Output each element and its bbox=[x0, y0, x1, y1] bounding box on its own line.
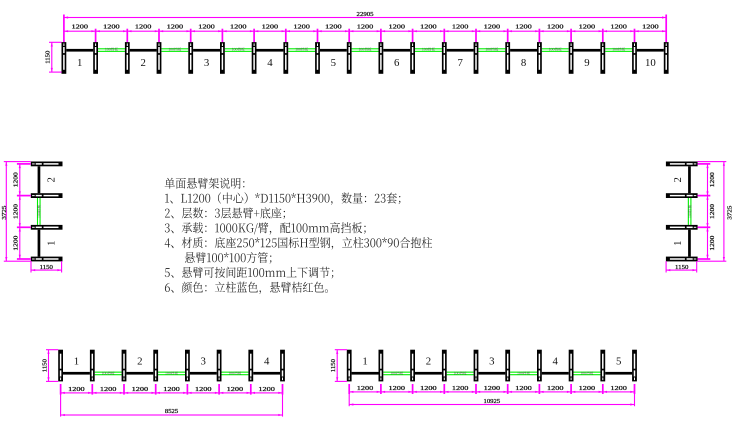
svg-text:1200: 1200 bbox=[452, 386, 469, 392]
svg-text:10925: 10925 bbox=[484, 399, 501, 405]
svg-text:10: 10 bbox=[645, 57, 656, 69]
svg-text:1200: 1200 bbox=[579, 386, 596, 392]
svg-text:1200: 1200 bbox=[72, 25, 89, 31]
svg-text:1200: 1200 bbox=[103, 25, 120, 31]
svg-text:1: 1 bbox=[672, 240, 684, 245]
svg-text:6: 6 bbox=[394, 57, 400, 69]
svg-text:1200: 1200 bbox=[389, 386, 406, 392]
svg-text:1200: 1200 bbox=[357, 386, 374, 392]
svg-text:8525: 8525 bbox=[165, 409, 178, 415]
svg-text:1: 1 bbox=[74, 356, 79, 368]
svg-text:1200: 1200 bbox=[579, 25, 596, 31]
svg-text:2: 2 bbox=[140, 57, 145, 69]
svg-text:1200: 1200 bbox=[100, 387, 117, 393]
svg-text:1200: 1200 bbox=[135, 25, 152, 31]
svg-text:1200: 1200 bbox=[198, 25, 215, 31]
svg-text:5: 5 bbox=[331, 57, 336, 69]
svg-text:1200: 1200 bbox=[710, 236, 716, 251]
svg-text:1200: 1200 bbox=[258, 387, 275, 393]
svg-text:1200: 1200 bbox=[547, 386, 564, 392]
svg-text:2: 2 bbox=[137, 356, 142, 368]
svg-text:1200: 1200 bbox=[227, 387, 244, 393]
svg-text:1200: 1200 bbox=[642, 25, 659, 31]
svg-text:3725: 3725 bbox=[728, 206, 734, 220]
svg-text:1200: 1200 bbox=[163, 387, 180, 393]
svg-text:1200: 1200 bbox=[452, 25, 469, 31]
svg-text:1: 1 bbox=[362, 356, 367, 368]
svg-text:1200: 1200 bbox=[484, 386, 501, 392]
svg-text:1200: 1200 bbox=[515, 386, 532, 392]
svg-text:1150: 1150 bbox=[42, 359, 48, 372]
svg-text:22905: 22905 bbox=[357, 12, 374, 18]
svg-text:1150: 1150 bbox=[46, 51, 52, 64]
svg-text:1: 1 bbox=[46, 240, 58, 245]
svg-text:1200: 1200 bbox=[610, 25, 627, 31]
svg-text:1200: 1200 bbox=[13, 236, 19, 251]
svg-text:5: 5 bbox=[616, 356, 621, 368]
svg-text:1200: 1200 bbox=[357, 25, 374, 31]
svg-text:1200: 1200 bbox=[293, 25, 310, 31]
svg-text:1200: 1200 bbox=[230, 25, 247, 31]
svg-text:1: 1 bbox=[77, 57, 82, 69]
svg-text:3: 3 bbox=[201, 356, 206, 368]
svg-text:1200: 1200 bbox=[13, 172, 19, 187]
svg-text:1200: 1200 bbox=[710, 204, 716, 219]
svg-text:1200: 1200 bbox=[710, 172, 716, 187]
svg-text:2: 2 bbox=[672, 177, 684, 182]
svg-text:1200: 1200 bbox=[132, 387, 149, 393]
svg-text:1200: 1200 bbox=[325, 25, 342, 31]
svg-text:1200: 1200 bbox=[484, 25, 501, 31]
svg-text:1200: 1200 bbox=[389, 25, 406, 31]
svg-text:1150: 1150 bbox=[40, 265, 53, 271]
svg-text:3: 3 bbox=[489, 356, 494, 368]
svg-text:3: 3 bbox=[204, 57, 209, 69]
svg-text:1200: 1200 bbox=[547, 25, 564, 31]
svg-text:2: 2 bbox=[426, 356, 431, 368]
svg-text:1200: 1200 bbox=[13, 204, 19, 219]
svg-text:3725: 3725 bbox=[2, 206, 8, 220]
svg-text:8: 8 bbox=[521, 57, 526, 69]
svg-text:1200: 1200 bbox=[610, 386, 627, 392]
svg-text:1200: 1200 bbox=[420, 25, 437, 31]
svg-text:2: 2 bbox=[46, 177, 58, 182]
svg-text:4: 4 bbox=[267, 57, 273, 69]
svg-text:1200: 1200 bbox=[262, 25, 279, 31]
svg-text:1200: 1200 bbox=[195, 387, 212, 393]
svg-text:9: 9 bbox=[584, 57, 589, 69]
svg-text:1200: 1200 bbox=[420, 386, 437, 392]
svg-text:4: 4 bbox=[553, 356, 559, 368]
svg-text:1200: 1200 bbox=[515, 25, 532, 31]
svg-text:1200: 1200 bbox=[68, 387, 85, 393]
svg-text:1150: 1150 bbox=[331, 359, 337, 372]
svg-text:1200: 1200 bbox=[167, 25, 184, 31]
svg-text:1150: 1150 bbox=[675, 265, 688, 271]
svg-text:7: 7 bbox=[457, 57, 463, 69]
svg-text:4: 4 bbox=[264, 356, 270, 368]
